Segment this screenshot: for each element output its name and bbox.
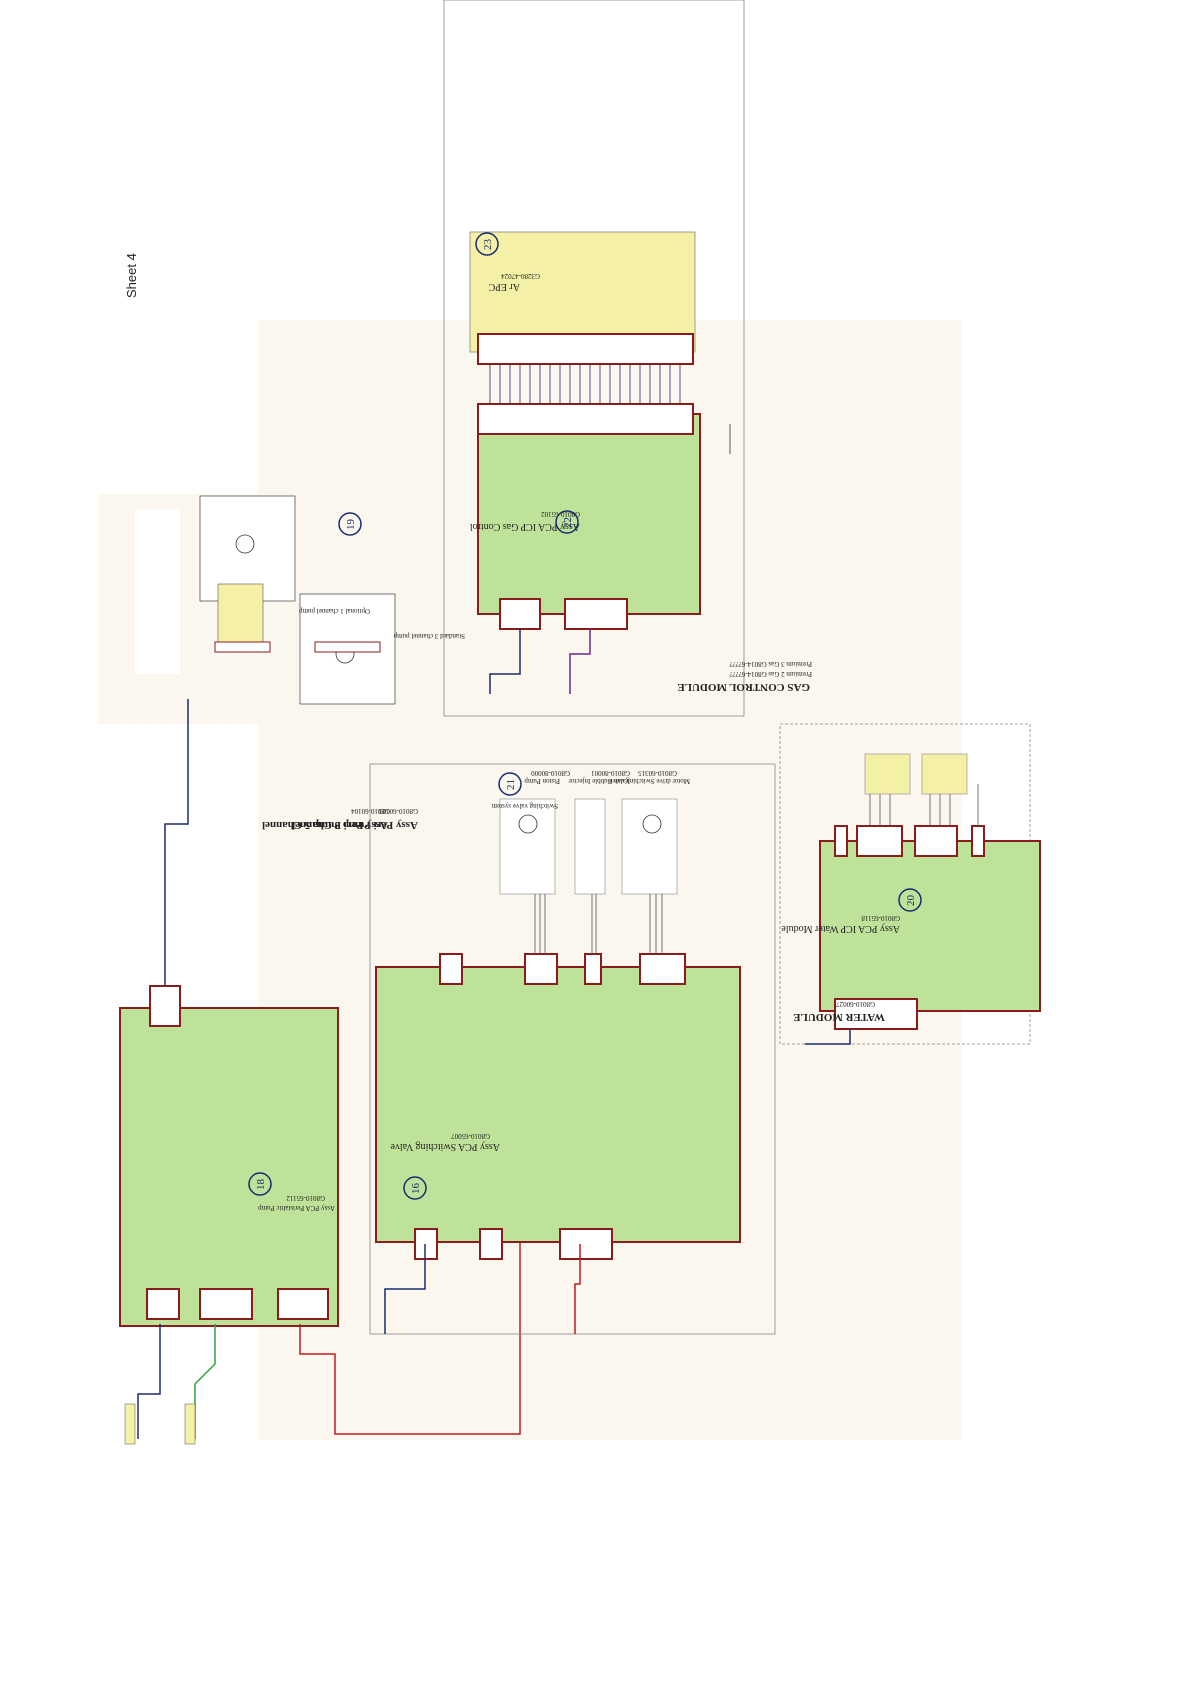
water-board-title: Assy PCA ICP Water Module xyxy=(781,923,900,934)
left-yellow-tag-2 xyxy=(184,1403,196,1445)
blank-box xyxy=(135,509,180,674)
switching-valve-connectors xyxy=(414,953,686,1260)
badge-16-number: 16 xyxy=(410,1183,422,1195)
badge-16 xyxy=(403,1176,427,1200)
pump-connector-bottom xyxy=(314,641,381,653)
badge-21-number: 21 xyxy=(505,779,517,790)
wire-blue-left xyxy=(137,1324,161,1439)
badge-22 xyxy=(555,510,579,534)
switching-valve-outline xyxy=(369,763,776,1335)
wire-green-left xyxy=(194,1324,216,1439)
motor-valve-label: Motor drive Switching valve xyxy=(609,777,690,785)
standard-pump-label: Standard 3 channel pump xyxy=(393,632,465,640)
badge-20 xyxy=(898,888,922,912)
peri-pump-title-1: Assy Peri Pump 5 Channel xyxy=(262,819,388,831)
gas-control-connectors xyxy=(477,403,694,630)
badge-20-number: 20 xyxy=(905,895,917,907)
badge-23-number: 23 xyxy=(482,239,494,251)
switching-valve-board xyxy=(375,966,741,1243)
water-sensor-2 xyxy=(921,753,968,795)
badge-18 xyxy=(248,1172,272,1196)
valve-injector-part: G8010-80001 xyxy=(591,769,630,777)
water-module-connectors xyxy=(834,825,985,1030)
peri-pump-board xyxy=(119,1007,339,1327)
wire-blue-gas xyxy=(489,629,521,694)
badge-19-number: 19 xyxy=(345,519,357,531)
motor-valve-box xyxy=(621,798,678,895)
gas-control-outline xyxy=(443,0,745,717)
badge-22-number: 22 xyxy=(562,517,574,528)
valve-injector-label: Valve Bubble Injector xyxy=(568,777,630,785)
valve-injector-box xyxy=(574,798,606,895)
water-sensor-1 xyxy=(864,753,911,795)
ar-epc-title: Ar EPC xyxy=(488,281,520,292)
gas-premium-3: Premium 3 Gas G8014-6???? xyxy=(729,660,812,668)
peri-pump-board-title: Assy PCA Peristaltic Pump xyxy=(258,1204,335,1212)
gas-premium-2: Premium 2 Gas G8014-6???? xyxy=(729,670,812,678)
ar-epc-part: G3280-47024 xyxy=(501,272,540,280)
water-wires xyxy=(869,784,979,826)
peri-pump-connectors xyxy=(146,985,329,1320)
epc-wires xyxy=(489,364,681,404)
peri-pump-title-2: Assy Peri Pump 3 Channel xyxy=(292,819,418,831)
pump-connector-top xyxy=(214,641,271,653)
peri-pump-board-part: G8010-65112 xyxy=(286,1194,325,1202)
wire-purple-gas xyxy=(569,629,591,694)
gas-control-board-title: Assy PCA ICP Gas Control xyxy=(470,521,580,532)
switching-valve-title: Assy PCA Switching Valve xyxy=(390,1141,500,1152)
wire-blue-water xyxy=(805,1029,851,1045)
wire-red-switching xyxy=(574,1244,581,1334)
piston-pump-part: G8010-80000 xyxy=(531,769,570,777)
badge-18-number: 18 xyxy=(255,1179,267,1191)
peri-pump-part-2: G8010-60103 xyxy=(379,807,418,815)
ar-epc-connector xyxy=(477,333,694,365)
wire-blue-switching xyxy=(384,1244,426,1334)
water-module-title: WATER MODULE xyxy=(793,1011,885,1023)
piston-pump-label: Piston Pump xyxy=(524,777,560,785)
optional-pump-label: Optional 1 channel pump xyxy=(299,607,370,615)
piston-pump-box xyxy=(499,798,556,895)
left-yellow-tag-1 xyxy=(124,1403,136,1445)
peri-pump-wire xyxy=(164,699,189,986)
switching-system-label: Switching valve system xyxy=(491,802,558,810)
badge-21 xyxy=(498,772,522,796)
switching-valve-part: G8010-65007 xyxy=(451,1132,490,1140)
optional-pump-yellow xyxy=(217,583,264,645)
water-board-part: G8010-65118 xyxy=(861,914,900,922)
water-module-part: G8010-60027 xyxy=(836,1000,875,1008)
badge-19 xyxy=(338,512,362,536)
switching-valve-motors xyxy=(518,814,662,834)
switching-valve-wires xyxy=(534,894,663,954)
motor-valve-part: G8010-60315 xyxy=(638,769,677,777)
gas-module-title: GAS CONTROL MODULE xyxy=(677,681,810,693)
gas-control-board xyxy=(477,413,701,615)
badge-23 xyxy=(475,232,499,256)
